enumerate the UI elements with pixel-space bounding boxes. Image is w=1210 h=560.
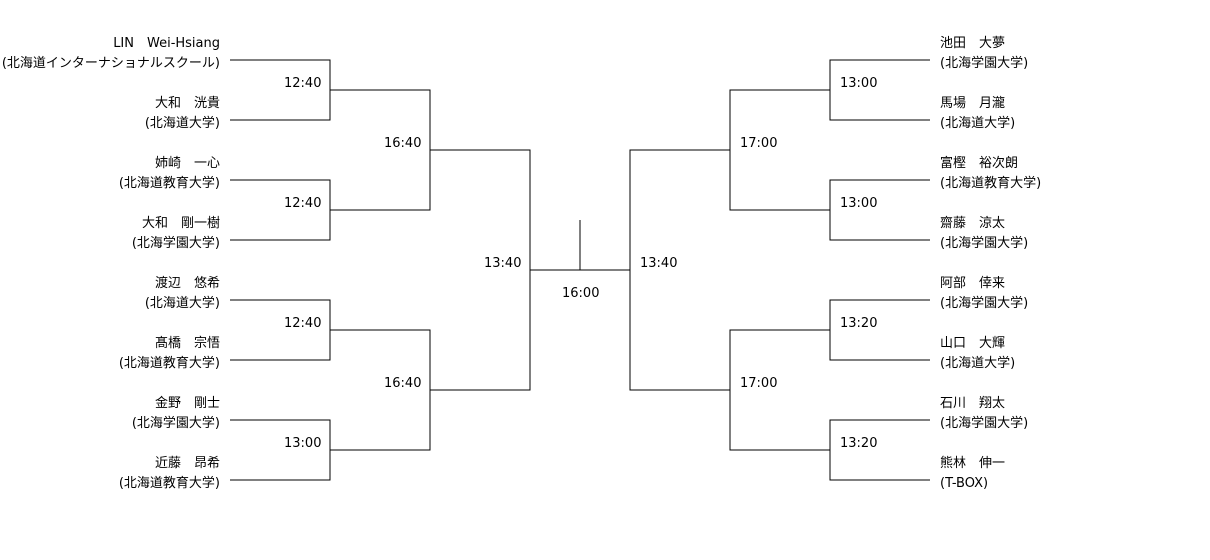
right-r2-bracket-2 bbox=[729, 329, 830, 451]
right-player-name: 富樫 裕次朗 bbox=[940, 156, 1019, 171]
right-player-name: 池田 大夢 bbox=[940, 36, 1006, 51]
match-time-right-r2: 17:00 bbox=[740, 376, 778, 391]
left-player-affiliation: (北海学園大学) bbox=[131, 236, 220, 251]
right-player-affiliation: (北海学園大学) bbox=[940, 296, 1029, 311]
left-player-name: LIN Wei-Hsiang bbox=[113, 36, 220, 51]
match-time-right-r2: 17:00 bbox=[740, 136, 778, 151]
left-player-affiliation: (北海学園大学) bbox=[131, 416, 220, 431]
match-time-right-r1: 13:00 bbox=[840, 76, 878, 91]
right-r1-bracket-2 bbox=[829, 179, 930, 241]
match-time-left-r2: 16:40 bbox=[384, 376, 422, 391]
left-player-affiliation: (北海道教育大学) bbox=[118, 476, 220, 491]
left-player-name: 髙橋 宗悟 bbox=[154, 336, 220, 351]
left-player-name: 渡辺 悠希 bbox=[154, 276, 220, 291]
right-player-name: 馬場 月瀧 bbox=[940, 96, 1006, 111]
right-player-affiliation: (北海道大学) bbox=[940, 356, 1016, 371]
match-time-left-r2: 16:40 bbox=[384, 136, 422, 151]
left-player-affiliation: (北海道大学) bbox=[144, 296, 220, 311]
right-r1-bracket-3 bbox=[829, 299, 930, 361]
left-player-name: 大和 洸貴 bbox=[154, 96, 220, 111]
right-player-name: 齋藤 涼太 bbox=[940, 216, 1006, 231]
match-time-right-r1: 13:20 bbox=[840, 316, 878, 331]
match-time-left-semi: 13:40 bbox=[484, 256, 522, 271]
right-r2-bracket-1 bbox=[729, 89, 830, 211]
left-player-affiliation: (北海道インターナショナルスクール) bbox=[1, 56, 220, 71]
match-time-left-r1: 12:40 bbox=[284, 76, 322, 91]
left-player-name: 金野 剛士 bbox=[154, 396, 220, 411]
right-player-name: 山口 大輝 bbox=[940, 336, 1006, 351]
right-player-name: 阿部 倖来 bbox=[940, 276, 1006, 291]
left-player-name: 姉崎 一心 bbox=[154, 156, 220, 171]
right-semi-bracket bbox=[629, 149, 730, 391]
right-player-affiliation: (北海学園大学) bbox=[940, 236, 1029, 251]
right-player-affiliation: (北海学園大学) bbox=[940, 416, 1029, 431]
right-player-name: 熊林 伸一 bbox=[940, 456, 1006, 471]
match-time-left-r1: 12:40 bbox=[284, 196, 322, 211]
right-player-name: 石川 翔太 bbox=[940, 396, 1006, 411]
right-r1-bracket-1 bbox=[829, 59, 930, 121]
right-player-affiliation: (北海道大学) bbox=[940, 116, 1016, 131]
left-player-name: 大和 剛一樹 bbox=[141, 216, 220, 231]
right-player-affiliation: (T-BOX) bbox=[940, 476, 989, 491]
left-player-name: 近藤 昂希 bbox=[154, 456, 220, 471]
match-time-left-r1: 13:00 bbox=[284, 436, 322, 451]
match-time-right-r1: 13:00 bbox=[840, 196, 878, 211]
match-time-right-semi: 13:40 bbox=[640, 256, 678, 271]
right-r1-bracket-4 bbox=[829, 419, 930, 481]
match-time-left-r1: 12:40 bbox=[284, 316, 322, 331]
left-player-affiliation: (北海道教育大学) bbox=[118, 356, 220, 371]
left-player-affiliation: (北海道大学) bbox=[144, 116, 220, 131]
right-player-affiliation: (北海学園大学) bbox=[940, 56, 1029, 71]
match-time-final: 16:00 bbox=[562, 286, 600, 301]
match-time-right-r1: 13:20 bbox=[840, 436, 878, 451]
right-player-affiliation: (北海道教育大学) bbox=[940, 176, 1042, 191]
left-player-affiliation: (北海道教育大学) bbox=[118, 176, 220, 191]
